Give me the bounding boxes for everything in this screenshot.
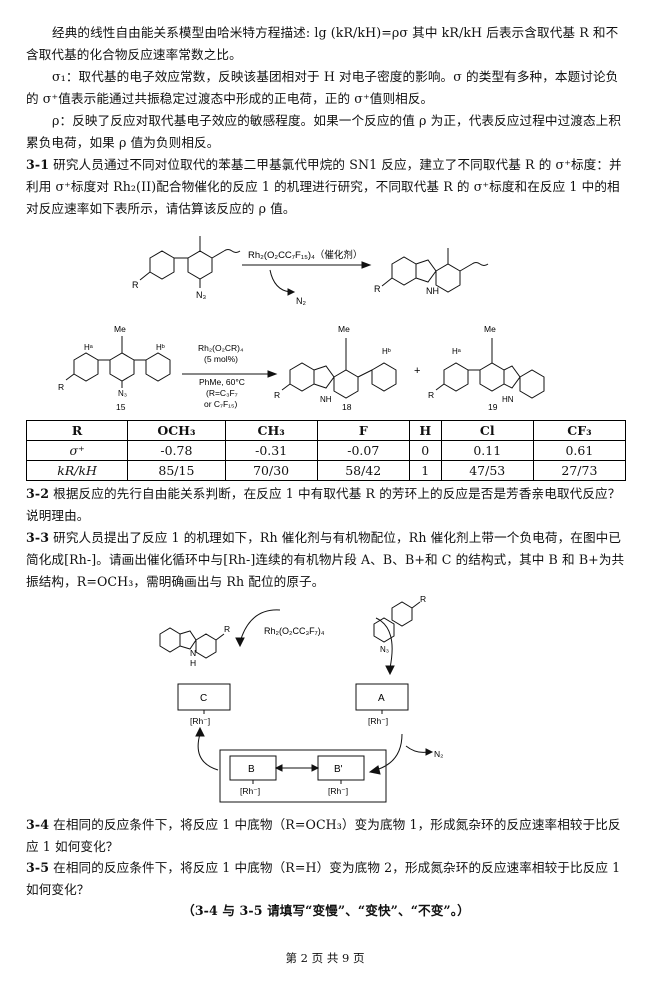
rh-label-b: [Rh⁻]	[240, 786, 260, 796]
rh-label-c: [Rh⁻]	[190, 716, 210, 726]
table-cell: 0.61	[532, 440, 627, 461]
table-cell: -0.31	[224, 440, 318, 461]
r-substituent-label: R	[132, 280, 139, 290]
n3-label-15: N₃	[118, 389, 127, 398]
table-header-row: R OCH₃ CH₃ F H Cl CF₃	[25, 420, 627, 441]
ha-label-15: Hᵃ	[84, 343, 94, 352]
box-b-prime-label: B'	[334, 764, 343, 775]
plus-sign: +	[414, 365, 420, 377]
hammett-intro: 经典的线性自由能关系模型由哈米特方程描述: lg (kR/kH)=ρσ 其中 k…	[26, 25, 619, 62]
nh-label: NH	[426, 286, 439, 296]
table-row: kR/kH 85/15 70/30 58/42 1 47/53 27/73	[25, 460, 627, 481]
table-cell: σ⁺	[25, 440, 129, 461]
question-3-2: 3-2 根据反应的先行自由能关系判断，在反应 1 中有取代基 R 的芳环上的反应…	[26, 483, 626, 527]
table-cell: 0.11	[440, 440, 534, 461]
reaction-15-scheme: Me Hᵃ Hᵇ R N₃ 15 Rh₂(O₂CR)₄ (5 mol%) PhM…	[58, 324, 545, 412]
box-c-label: C	[200, 693, 207, 704]
reaction-1-scheme: R N₃ Rh₂(O₂CC₇F₁₅)₄（催化剂） N₂ NH R	[132, 236, 489, 306]
table-cell: 47/53	[440, 460, 534, 481]
condition-loading: (5 mol%)	[204, 354, 238, 364]
catalytic-cycle-diagram: H N R Rh₂(O₂CC₃F₇)₄ R N₃ C [Rh⁻] A [Rh⁻]…	[159, 594, 443, 803]
question-number: 3-4	[26, 817, 50, 832]
methyl-label-15: Me	[114, 324, 126, 334]
azide-label: N₃	[196, 290, 206, 300]
table-cell: kR/kH	[25, 460, 129, 481]
question-3-5: 3-5 在相同的反应条件下，将反应 1 中底物（R=H）变为底物 2，形成氮杂环…	[26, 857, 626, 901]
table-header-cell: R	[25, 420, 129, 441]
catalyst-label: Rh₂(O₂CC₇F₁₅)₄（催化剂）	[248, 249, 362, 261]
table-header-cell: CH₃	[224, 420, 318, 441]
table-cell: 58/42	[316, 460, 410, 481]
table-header-cell: Cl	[440, 420, 534, 441]
table-cell: 1	[408, 460, 442, 481]
page-footer: 第 2 页 共 9 页	[285, 951, 365, 965]
table-row: σ⁺ -0.78 -0.31 -0.07 0 0.11 0.61	[25, 440, 627, 461]
r-product-label: R	[374, 284, 381, 294]
box-a-label: A	[378, 693, 385, 704]
cycle-catalyst-label: Rh₂(O₂CC₃F₇)₄	[264, 626, 325, 636]
methyl-label-19: Me	[484, 324, 496, 334]
table-header-cell: F	[316, 420, 410, 441]
condition-r-alt: or C₇F₁₅)	[204, 399, 237, 409]
question-number: 3-2	[26, 486, 50, 501]
hn-label-19: HN	[502, 395, 514, 404]
rh-label-a: [Rh⁻]	[368, 716, 388, 726]
table-cell: 70/30	[224, 460, 318, 481]
sigma-definition: σ₁：取代基的电子效应常数，反映该基团相对于 H 对电子密度的影响。σ 的类型有…	[26, 69, 619, 106]
condition-catalyst: Rh₂(O₂CR)₄	[198, 343, 244, 353]
carbazole-r-label: R	[224, 624, 230, 634]
table-header-cell: OCH₃	[127, 420, 226, 441]
question-3-1: 3-1 研究人员通过不同对位取代的苯基二甲基氯代甲烷的 SN1 反应，建立了不同…	[26, 154, 626, 219]
sigma-rate-table: R OCH₃ CH₃ F H Cl CF₃ σ⁺ -0.78 -0.31 -0.…	[25, 420, 627, 481]
table-cell: 0	[408, 440, 442, 461]
table-cell: 27/73	[532, 460, 627, 481]
table-cell: -0.78	[127, 440, 226, 461]
substrate-n3-label: N₃	[380, 645, 389, 654]
table-header-cell: CF₃	[532, 420, 627, 441]
r-label-19: R	[428, 390, 434, 400]
question-number: 3-5	[26, 860, 50, 875]
ha-label-19: Hᵃ	[452, 347, 462, 356]
question-text: 在相同的反应条件下，将反应 1 中底物（R=H）变为底物 2，形成氮杂环的反应速…	[26, 860, 621, 897]
compound-18-number: 18	[342, 402, 352, 412]
question-3-3: 3-3 研究人员提出了反应 1 的机理如下，Rh 催化剂与有机物配位，Rh 催化…	[26, 527, 626, 592]
condition-r-group: (R=C₃F₇	[206, 388, 238, 398]
compound-15-number: 15	[116, 402, 126, 412]
rh-label-b-prime: [Rh⁻]	[328, 786, 348, 796]
table-header-cell: H	[408, 420, 442, 441]
table-cell: -0.07	[316, 440, 410, 461]
question-text: 研究人员提出了反应 1 的机理如下，Rh 催化剂与有机物配位，Rh 催化剂上带一…	[26, 530, 625, 589]
hb-label-18: Hᵇ	[382, 347, 391, 356]
cycle-n2-label: N₂	[434, 749, 443, 759]
r-label-18: R	[274, 390, 280, 400]
r-label-15: R	[58, 382, 64, 392]
question-number: 3-1	[26, 157, 50, 172]
question-text: 在相同的反应条件下，将反应 1 中底物（R=OCH₃）变为底物 1，形成氮杂环的…	[26, 817, 621, 854]
carbazole-nh-label: H	[190, 658, 196, 668]
question-text: 研究人员通过不同对位取代的苯基二甲基氯代甲烷的 SN1 反应，建立了不同取代基 …	[26, 157, 622, 216]
carbazole-n-label: N	[190, 648, 196, 658]
nh-label-18: NH	[320, 395, 332, 404]
rho-definition: ρ：反映了反应对取代基电子效应的敏感程度。如果一个反应的值 ρ 为正，代表反应过…	[26, 113, 622, 150]
methyl-label-18: Me	[338, 324, 350, 334]
compound-19-number: 19	[488, 402, 498, 412]
table-cell: 85/15	[127, 460, 226, 481]
question-number: 3-3	[26, 530, 50, 545]
n2-byproduct: N₂	[296, 296, 306, 306]
answer-note: （3-4 与 3-5 请填写“变慢”、“变快”、“不变”。）	[182, 903, 470, 918]
substrate-r-label: R	[420, 594, 426, 604]
question-3-4: 3-4 在相同的反应条件下，将反应 1 中底物（R=OCH₃）变为底物 1，形成…	[26, 814, 626, 858]
condition-solvent: PhMe, 60°C	[199, 377, 245, 387]
hb-label-15: Hᵇ	[156, 343, 165, 352]
question-text: 根据反应的先行自由能关系判断，在反应 1 中有取代基 R 的芳环上的反应是否是芳…	[26, 486, 621, 523]
box-b-label: B	[248, 764, 255, 775]
